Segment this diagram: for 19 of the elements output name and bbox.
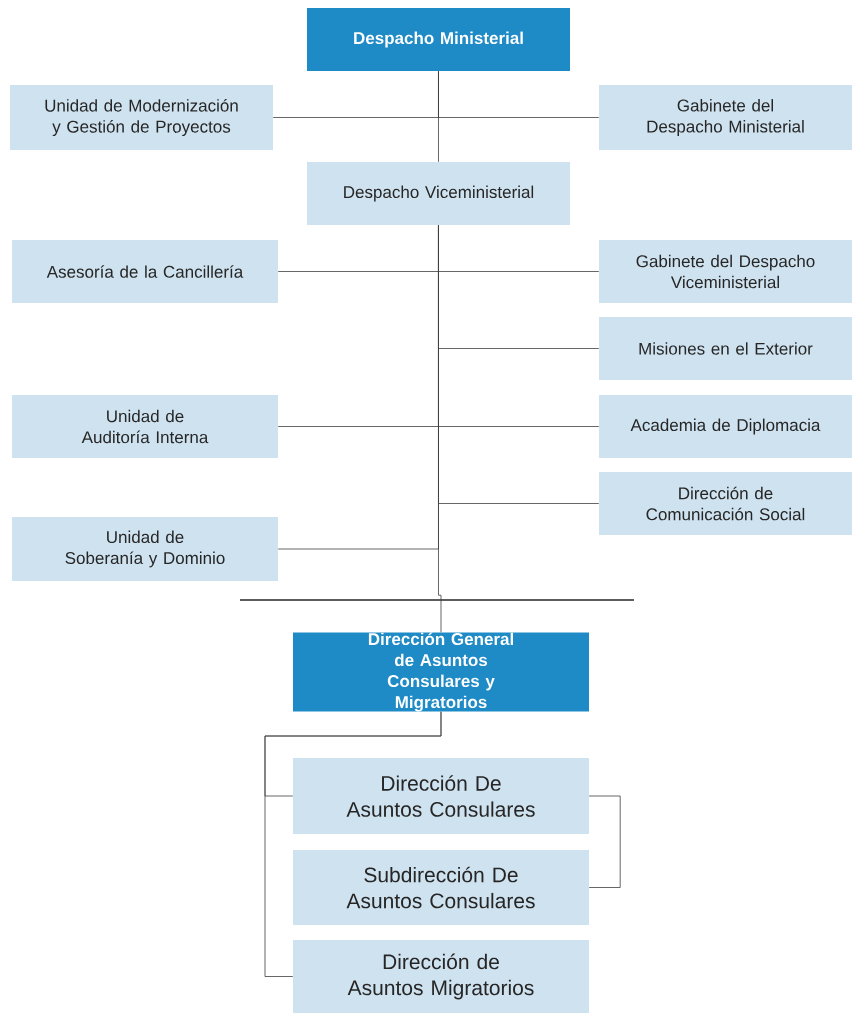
unit-box: Unidad de Modernización y Gestión de Proyectos	[10, 85, 273, 150]
connector-line	[438, 224, 442, 633]
connector-line	[438, 70, 600, 118]
unit-box: Despacho Ministerial	[307, 8, 570, 71]
unit-box: Gabinete del Despacho Viceministerial	[599, 240, 852, 303]
unit-box: Dirección General de Asuntos Consulares y Migratorios	[293, 632, 589, 712]
unit-box: Unidad de Soberanía y Dominio	[12, 517, 278, 581]
connector-line	[264, 711, 442, 977]
unit-box: Unidad de Auditoría Interna	[12, 395, 278, 458]
unit-box: Gabinete del Despacho Ministerial	[599, 85, 852, 150]
connector-line	[588, 795, 621, 888]
unit-box: Despacho Viceministerial	[307, 162, 570, 225]
unit-box: Misiones en el Exterior	[599, 317, 852, 380]
unit-box: Dirección De Asuntos Consulares	[293, 758, 589, 834]
unit-box: Academia de Diplomacia	[599, 395, 852, 458]
unit-box: Dirección de Comunicación Social	[599, 472, 852, 535]
unit-box: Subdirección De Asuntos Consulares	[293, 850, 589, 925]
unit-box: Asesoría de la Cancillería	[12, 240, 278, 303]
unit-box: Dirección de Asuntos Migratorios	[293, 940, 589, 1013]
